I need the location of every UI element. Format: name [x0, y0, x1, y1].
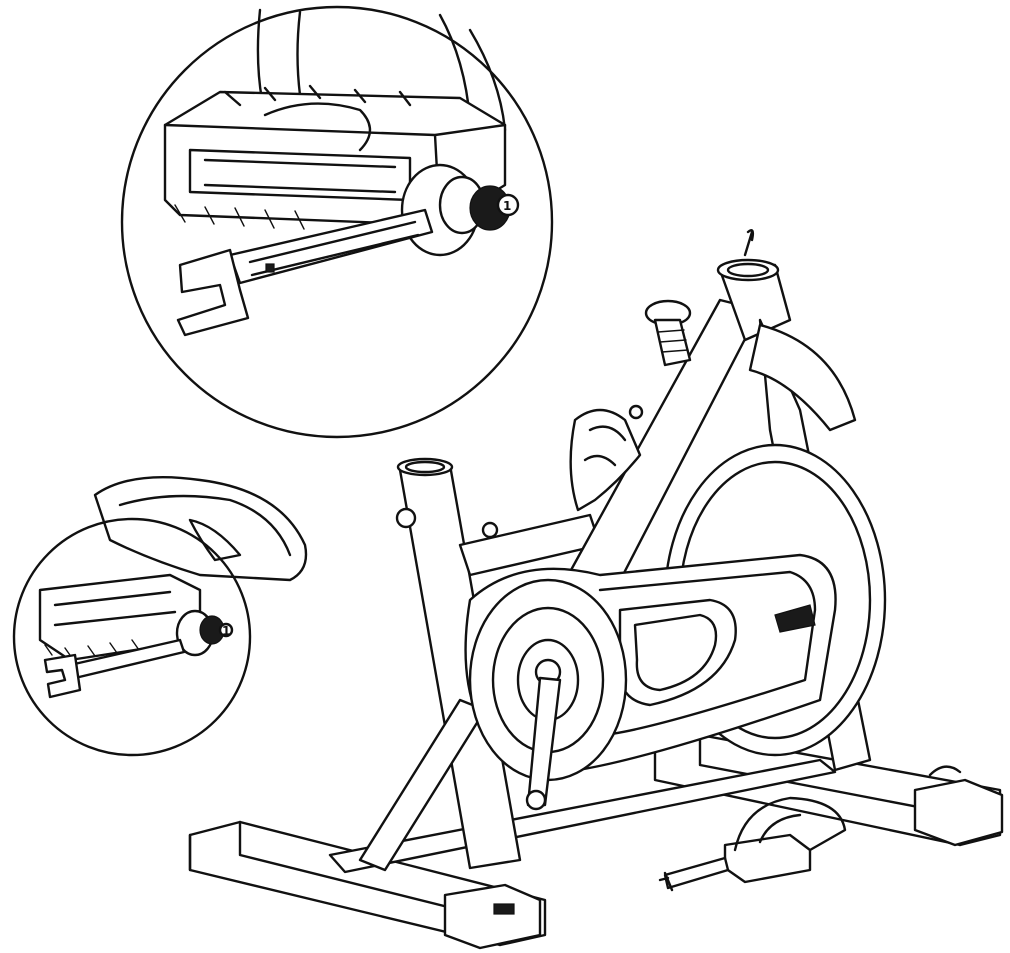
pedal-installation-detail: 1	[120, 5, 554, 439]
large-callout-number: 1	[503, 199, 511, 213]
crank-arm	[526, 676, 562, 807]
front-stabilizer	[653, 733, 1004, 847]
loose-pedal	[658, 796, 847, 892]
pedal-strap-detail: 1	[12, 475, 308, 757]
small-callout-number: 1	[222, 624, 230, 638]
handlebar	[569, 404, 644, 512]
rear-stabilizer	[188, 820, 547, 950]
